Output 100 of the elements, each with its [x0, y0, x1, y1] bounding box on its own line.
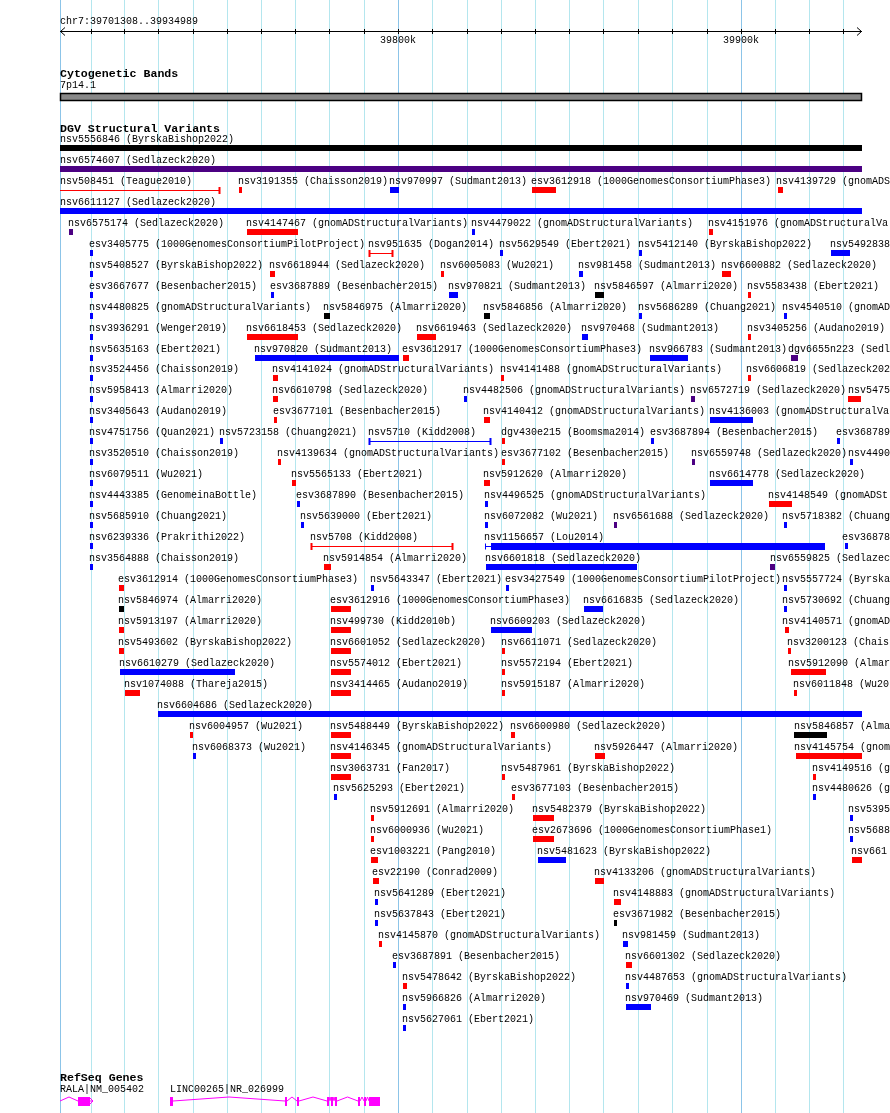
variant-label: nsv4146345 (gnomADStructuralVariants)	[330, 742, 553, 754]
variant-label: esv3427549 (1000GenomesConsortiumPilotProject)	[505, 574, 782, 586]
variant-label: nsv5846974 (Almarri2020)	[118, 595, 263, 607]
variant-label: nsv981458 (Sudmant2013)	[578, 260, 717, 272]
variant-label: nsv4145754 (gnom	[794, 742, 890, 754]
track-title: Cytogenetic Bands	[60, 67, 179, 80]
variant-label: nsv6559748 (Sedlazeck2020)	[691, 448, 848, 460]
variant-label: nsv6600980 (Sedlazeck2020)	[510, 721, 667, 733]
variant-label: nsv5730692 (Chuang	[782, 595, 890, 607]
variant-label: nsv3405256 (Audano2019)	[747, 323, 886, 335]
variant-label: nsv6561688 (Sedlazeck2020)	[613, 511, 770, 523]
variant-label: nsv4147467 (gnomADStructuralVariants)	[246, 218, 469, 230]
variant-label: nsv4751756 (Quan2021)	[89, 427, 216, 439]
variant-label: nsv5914854 (Almarri2020)	[323, 553, 468, 565]
variant-label: nsv970469 (Sudmant2013)	[625, 993, 764, 1005]
variant-label: esv2673696 (1000GenomesConsortiumPhase1)	[532, 825, 773, 837]
variant-label: esv3612916 (1000GenomesConsortiumPhase3)	[330, 595, 571, 607]
variant-label: nsv3936291 (Wenger2019)	[89, 323, 228, 335]
variant-label: dgv6655n223 (Sedl	[788, 344, 890, 356]
variant-label: nsv5958413 (Almarri2020)	[89, 385, 234, 397]
variant-label: nsv3414465 (Audano2019)	[330, 679, 469, 691]
variant-label: nsv6609203 (Sedlazeck2020)	[490, 616, 647, 628]
variant-label: nsv5412140 (ByrskaBishop2022)	[638, 239, 813, 251]
variant-label: nsv6004957 (Wu2021)	[189, 721, 304, 733]
variant-label: nsv3524456 (Chaisson2019)	[89, 364, 240, 376]
variant-label: nsv5572194 (Ebert2021)	[501, 658, 634, 670]
variant-label: nsv4496525 (gnomADStructuralVariants)	[484, 490, 707, 502]
variant-label: esv3687891 (Besenbacher2015)	[392, 951, 561, 963]
variant-label: nsv6610798 (Sedlazeck2020)	[272, 385, 429, 397]
variant-label: nsv6601302 (Sedlazeck2020)	[625, 951, 782, 963]
variant-label: nsv5557724 (Byrska	[782, 574, 890, 586]
variant-label: nsv5637843 (Ebert2021)	[374, 909, 507, 921]
variant-label: nsv5686289 (Chuang2021)	[638, 302, 777, 314]
variant-label: nsv3200123 (Chais	[787, 637, 890, 649]
variant-label: nsv6068373 (Wu2021)	[192, 742, 307, 754]
variant-label: nsv5718382 (Chuang	[782, 511, 890, 523]
variant-label: nsv6600882 (Sedlazeck2020)	[721, 260, 878, 272]
gene-label: LINC00265|NR_026999	[170, 1084, 285, 1096]
variant-label: nsv5481623 (ByrskaBishop2022)	[537, 846, 712, 858]
variant-label: nsv6618944 (Sedlazeck2020)	[269, 260, 426, 272]
variant-label: nsv4479022 (gnomADStructuralVariants)	[471, 218, 694, 230]
variant-label: esv3405775 (1000GenomesConsortiumPilotProject)	[89, 239, 366, 251]
variant-label: nsv6559825 (Sedlazec	[770, 553, 890, 565]
variant-label: nsv4149516 (g	[812, 763, 890, 775]
variant-label: nsv6005083 (Wu2021)	[440, 260, 555, 272]
variant-label: nsv5912090 (Almar	[788, 658, 890, 670]
variant-label: nsv6239336 (Prakrithi2022)	[89, 532, 246, 544]
variant-label: esv368789	[836, 427, 890, 439]
variant-label: dgv430e215 (Boomsma2014)	[501, 427, 646, 439]
variant-label: nsv5574012 (Ebert2021)	[330, 658, 463, 670]
variant-label: nsv4140571 (gnomAD	[782, 616, 890, 628]
variant-label: nsv661	[851, 846, 887, 858]
variant-label: nsv5625293 (Ebert2021)	[333, 783, 466, 795]
variant-label: nsv1074088 (Thareja2015)	[124, 679, 269, 691]
variant-label: nsv5478642 (ByrskaBishop2022)	[402, 972, 577, 984]
variant-label: esv3612918 (1000GenomesConsortiumPhase3)	[531, 176, 772, 188]
variant-label: nsv4139634 (gnomADStructuralVariants)	[277, 448, 500, 460]
variant-label: nsv508451 (Teague2010)	[60, 176, 193, 188]
variant-label: nsv6604686 (Sedlazeck2020)	[157, 700, 314, 712]
track-title: RefSeq Genes	[60, 1071, 144, 1084]
variant-label: nsv5846856 (Almarri2020)	[483, 302, 628, 314]
variant-label: nsv5913197 (Almarri2020)	[118, 616, 263, 628]
variant-label: nsv6011848 (Wu20	[793, 679, 889, 691]
variant-label: nsv970821 (Sudmant2013)	[448, 281, 587, 293]
variant-label: nsv970997 (Sudmant2013)	[389, 176, 528, 188]
variant-label: nsv6574607 (Sedlazeck2020)	[60, 155, 217, 167]
gene-label: RALA|NM_005402	[60, 1084, 144, 1096]
variant-label: nsv4443385 (GenomeinaBottle)	[89, 490, 258, 502]
variant-label: nsv5629549 (Ebert2021)	[499, 239, 632, 251]
variant-label: nsv4151976 (gnomADStructuralVa	[708, 218, 889, 230]
variant-label: nsv3191355 (Chaisson2019)	[238, 176, 389, 188]
variant-label: nsv5912620 (Almarri2020)	[483, 469, 628, 481]
variant-label: nsv4540510 (gnomAD	[782, 302, 890, 314]
variant-label: nsv5710 (Kidd2008)	[368, 427, 477, 439]
variant-label: nsv6616835 (Sedlazeck2020)	[583, 595, 740, 607]
variant-label: nsv5627061 (Ebert2021)	[402, 1014, 535, 1026]
variant-label: nsv6079511 (Wu2021)	[89, 469, 204, 481]
variant-label: nsv6619463 (Sedlazeck2020)	[416, 323, 573, 335]
variant-label: nsv4141488 (gnomADStructuralVariants)	[500, 364, 723, 376]
variant-label: esv3612914 (1000GenomesConsortiumPhase3)	[118, 574, 359, 586]
variant-label: nsv5708 (Kidd2008)	[310, 532, 419, 544]
variant-label: esv3667677 (Besenbacher2015)	[89, 281, 258, 293]
variant-label: nsv6072082 (Wu2021)	[484, 511, 599, 523]
variant-label: esv3687894 (Besenbacher2015)	[650, 427, 819, 439]
variant-label: esv3677101 (Besenbacher2015)	[273, 406, 442, 418]
variant-label: nsv499730 (Kidd2010b)	[330, 616, 457, 628]
variant-label: nsv4139729 (gnomADS	[776, 176, 890, 188]
variant-label: nsv3063731 (Fan2017)	[330, 763, 451, 775]
variant-label: nsv5493602 (ByrskaBishop2022)	[118, 637, 293, 649]
variant-label: nsv5635163 (Ebert2021)	[89, 344, 222, 356]
variant-label: nsv6601052 (Sedlazeck2020)	[330, 637, 487, 649]
variant-label: nsv6606819 (Sedlazeck202	[746, 364, 890, 376]
variant-label: nsv5639000 (Ebert2021)	[300, 511, 433, 523]
variant-label: esv3687890 (Besenbacher2015)	[296, 490, 465, 502]
variant-label: nsv5482379 (ByrskaBishop2022)	[532, 804, 707, 816]
variant-label: esv3677102 (Besenbacher2015)	[501, 448, 670, 460]
variant-label: nsv4490	[848, 448, 890, 460]
variant-label: nsv4140412 (gnomADStructuralVariants)	[483, 406, 706, 418]
variant-label: nsv5475	[848, 385, 890, 397]
variant-label: nsv981459 (Sudmant2013)	[622, 930, 761, 942]
